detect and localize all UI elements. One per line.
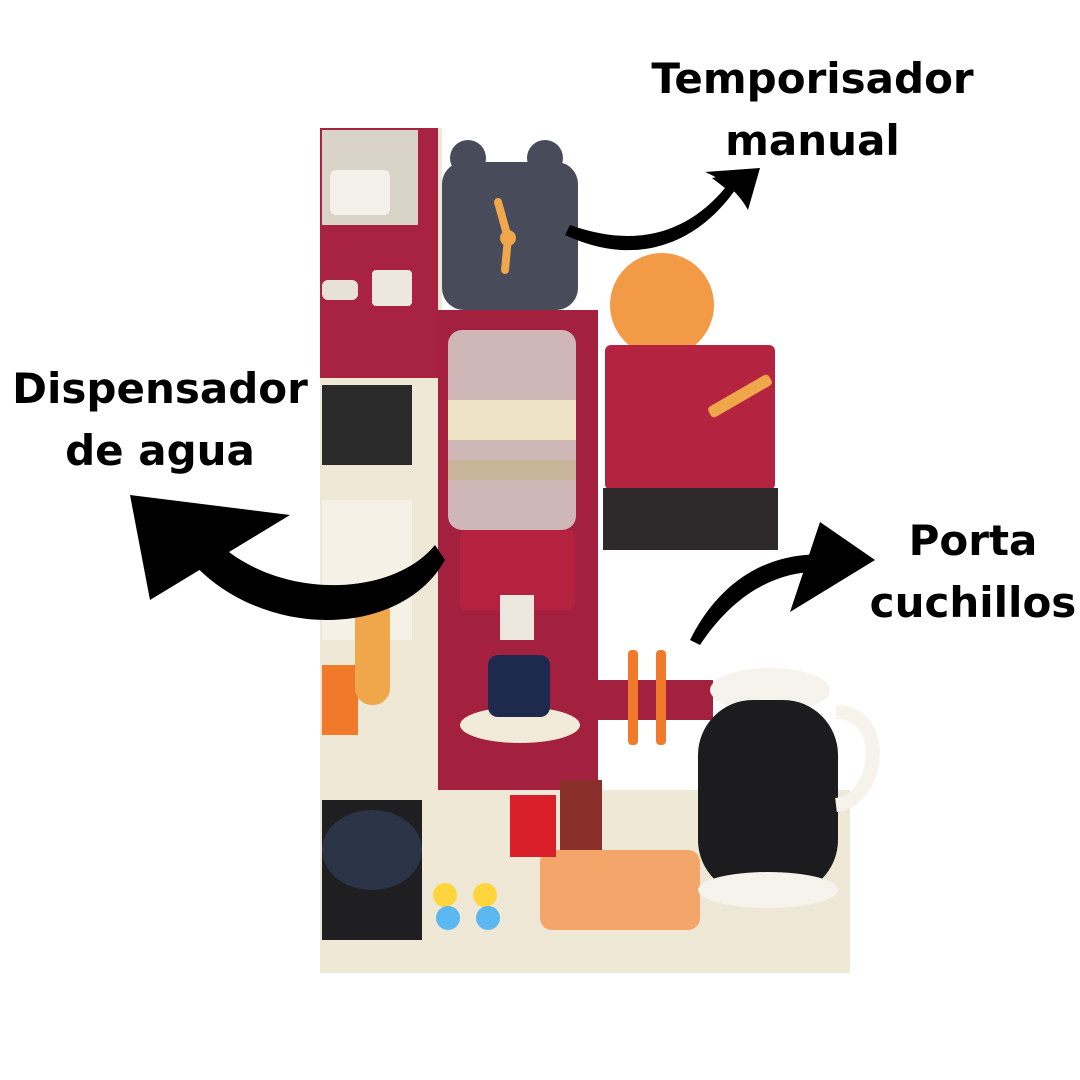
timer-label-line2: manual [725, 116, 900, 165]
curved-arrow-icon [690, 522, 875, 645]
timer-label-line1: Temporisador [651, 54, 974, 103]
thermos-jug [698, 668, 880, 908]
utensil-holder [603, 253, 778, 550]
knife-holder-label: Porta cuchillos [868, 510, 1078, 634]
water-label-line1: Dispensador [12, 364, 308, 413]
left-cabinet [320, 128, 442, 973]
timer-label: Temporisador manual [640, 48, 985, 172]
curved-arrow-icon [130, 495, 445, 620]
clock-icon [442, 140, 578, 310]
water-label-line2: de agua [65, 426, 255, 475]
knife-label-line1: Porta [908, 516, 1038, 565]
water-dispenser [438, 310, 598, 850]
knife-label-line2: cuchillos [869, 578, 1077, 627]
curved-arrow-icon [565, 168, 760, 251]
water-dispenser-label: Dispensador de agua [10, 358, 310, 482]
